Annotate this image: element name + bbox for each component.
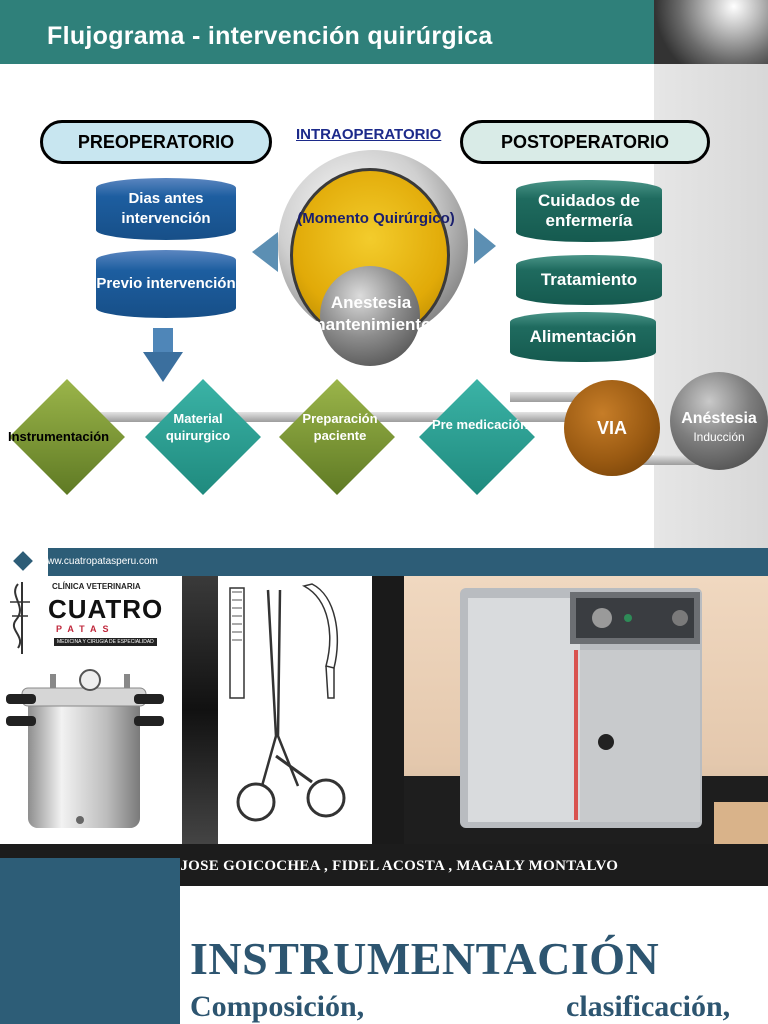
forceps-drawing <box>229 583 346 822</box>
arrow-right-icon <box>474 228 496 264</box>
slide-title: Flujograma - intervención quirúrgica <box>47 22 493 50</box>
subtitle-composicion: Composición, <box>190 990 365 1023</box>
anestesia-mantenimiento-label: Anestesia mantenimiento <box>310 293 432 334</box>
anestesia-induccion-circle: Anéstesia Inducción <box>670 372 768 470</box>
website-url[interactable]: www.cuatropatasperu.com <box>40 556 158 567</box>
sterilizer-oven-photo <box>404 576 768 844</box>
step-label-premedicacion: Pre medicación <box>431 417 529 432</box>
logo-brand-sub: PATAS <box>56 624 115 634</box>
phase-postoperatorio: POSTOPERATORIO <box>460 120 710 164</box>
anestesia-induccion-title: Anéstesia <box>681 410 757 427</box>
momento-quirurgico-label: (Momento Quirúrgico) <box>297 210 455 227</box>
left-blue-block <box>0 858 180 1024</box>
logo-and-autoclave-graphic <box>6 582 164 828</box>
flowchart-slide: Flujograma - intervención quirúrgica PRE… <box>0 0 768 548</box>
step-label-instrumentacion: Instrumentación <box>8 429 110 444</box>
phase-intraoperatorio: INTRAOPERATORIO <box>296 126 442 143</box>
post-item-alimentacion: Alimentación <box>510 312 656 362</box>
arrow-down-icon <box>143 328 183 384</box>
authors-text: DR. JOSE GOICOCHEA , FIDEL ACOSTA , MAGA… <box>150 858 619 874</box>
photo-band: CLÍNICA VETERINARIA CUATRO PATAS MEDICIN… <box>0 576 768 844</box>
step-label-material: Material quirurgico <box>165 411 231 443</box>
pre-item-dias-antes: Dias antes intervención <box>96 178 236 240</box>
pre-item-previo: Previo intervención <box>96 250 236 318</box>
clinic-logo-autoclave-photo: CLÍNICA VETERINARIA CUATRO PATAS MEDICIN… <box>0 576 182 844</box>
anestesia-sphere <box>320 266 420 366</box>
oven-drawing <box>404 588 768 844</box>
connector-rail-upper <box>510 392 620 402</box>
step-label-preparacion: Preparación paciente <box>302 411 378 443</box>
forceps-illustration <box>218 576 372 844</box>
anestesia-induccion-subtitle: Inducción <box>693 430 745 444</box>
arrow-left-icon <box>252 232 278 272</box>
photo-gap <box>372 576 404 844</box>
post-item-cuidados: Cuidados de enfermería <box>516 180 662 242</box>
instrumentacion-slide: www.cuatropatasperu.com <box>0 548 768 1024</box>
main-title: INSTRUMENTACIÓN <box>190 933 660 984</box>
logo-clinic-label: CLÍNICA VETERINARIA <box>52 582 141 591</box>
phase-preoperatorio: PREOPERATORIO <box>40 120 272 164</box>
title-bar: Flujograma - intervención quirúrgica <box>0 0 768 64</box>
corner-decoration <box>654 0 768 64</box>
connector-rail-lower <box>620 455 730 465</box>
subtitle-clasificacion: clasificación, <box>566 990 731 1023</box>
slide2-top-bar <box>0 548 768 576</box>
logo-tagline: MEDICINA Y CIRUGIA DE ESPECIALIDAD <box>54 638 157 646</box>
via-circle: VIA <box>564 380 660 476</box>
dark-photo-strip <box>182 576 218 844</box>
post-item-tratamiento: Tratamiento <box>516 255 662 305</box>
logo-brand: CUATRO <box>48 594 164 624</box>
